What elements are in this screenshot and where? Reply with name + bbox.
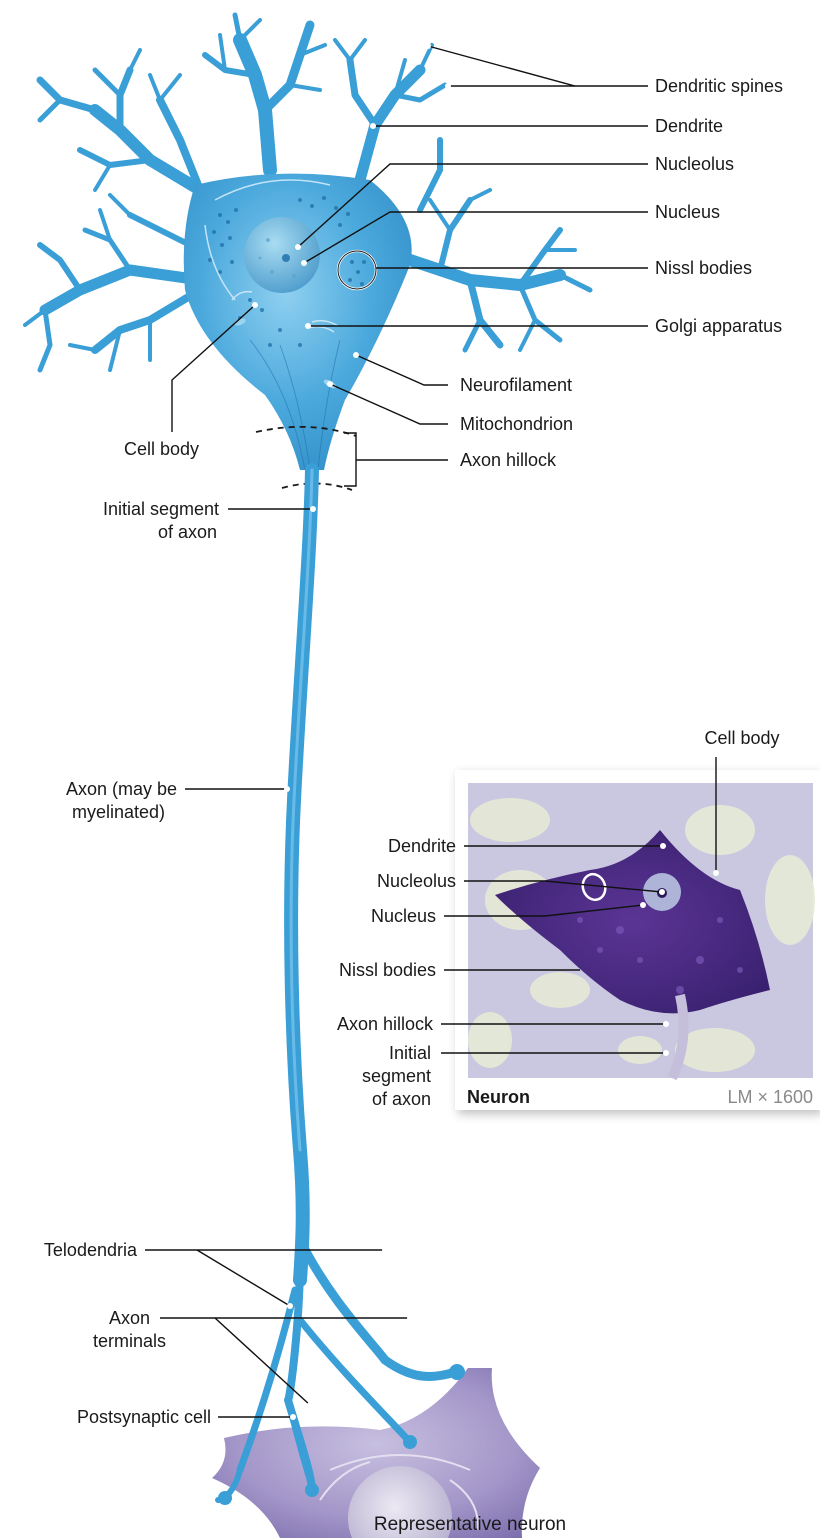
axon-terminal	[218, 1491, 232, 1505]
micrograph-magnification: LM × 1600	[727, 1087, 813, 1107]
micrograph-inset	[455, 770, 820, 1110]
micrograph-label-initial-2: segment	[362, 1066, 431, 1086]
postsynaptic-cell	[212, 1368, 540, 1538]
micrograph-label-dendrite: Dendrite	[388, 836, 456, 856]
label-neurofilament: Neurofilament	[460, 375, 572, 395]
micrograph-title: Neuron	[467, 1087, 530, 1107]
axon-terminal	[403, 1435, 417, 1449]
label-dendrite: Dendrite	[655, 116, 723, 136]
micrograph-label-cell-body: Cell body	[704, 728, 779, 748]
label-mitochondrion: Mitochondrion	[460, 414, 573, 434]
label-golgi-apparatus: Golgi apparatus	[655, 316, 782, 336]
cell-body	[184, 174, 412, 490]
micrograph-label-initial-3: of axon	[372, 1089, 431, 1109]
micrograph-label-nucleolus: Nucleolus	[377, 871, 456, 891]
label-initial-segment-1: Initial segment	[103, 499, 219, 519]
axon-terminal	[449, 1364, 465, 1380]
label-axon-terminals-2: terminals	[93, 1331, 166, 1351]
figure-caption: Representative neuron	[374, 1514, 566, 1535]
label-telodendria: Telodendria	[44, 1240, 138, 1260]
label-axon-terminals-1: Axon	[109, 1308, 150, 1328]
label-axon-hillock: Axon hillock	[460, 450, 557, 470]
label-dendritic-spines: Dendritic spines	[655, 76, 783, 96]
micrograph-label-axon-hillock: Axon hillock	[337, 1014, 434, 1034]
label-axon-1: Axon (may be	[66, 779, 177, 799]
nucleolus	[282, 254, 290, 262]
label-nissl-bodies: Nissl bodies	[655, 258, 752, 278]
label-initial-segment-2: of axon	[158, 522, 217, 542]
micrograph-label-initial-1: Initial	[389, 1043, 431, 1063]
axon	[218, 470, 465, 1505]
label-axon-2: myelinated)	[72, 802, 165, 822]
nucleus	[244, 217, 320, 293]
label-postsynaptic-cell: Postsynaptic cell	[77, 1407, 211, 1427]
micrograph-label-nucleus: Nucleus	[371, 906, 436, 926]
axon-terminal	[305, 1483, 319, 1497]
label-nucleus: Nucleus	[655, 202, 720, 222]
micrograph-label-nissl-bodies: Nissl bodies	[339, 960, 436, 980]
label-cell-body: Cell body	[124, 439, 199, 459]
label-nucleolus: Nucleolus	[655, 154, 734, 174]
